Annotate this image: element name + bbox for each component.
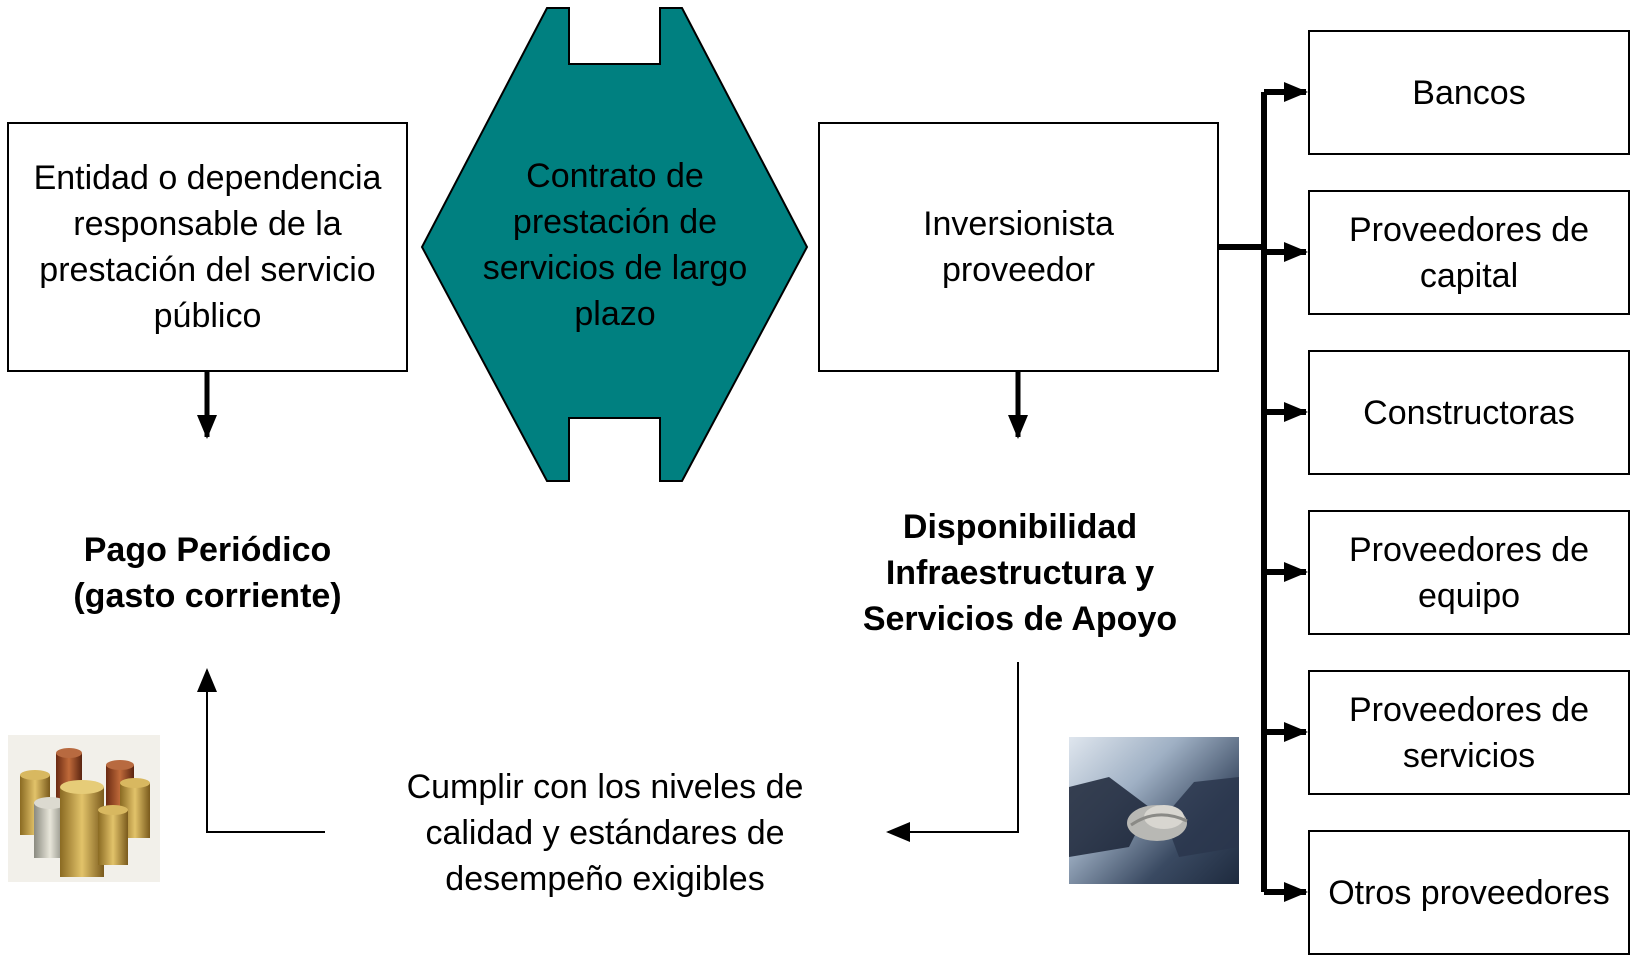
provider-box-bancos: Bancos	[1308, 30, 1630, 155]
arrow-availability-to-compliance	[886, 662, 1019, 842]
coins-icon	[20, 748, 150, 877]
provider-label: Constructoras	[1363, 393, 1575, 432]
coins-image	[8, 735, 160, 882]
compliance-label: Cumplir con los niveles de calidad y est…	[350, 760, 860, 905]
provider-label: Proveedores de capital	[1348, 210, 1590, 295]
entity-box-text: Entidad o dependencia responsable de la …	[33, 159, 382, 335]
contract-shape	[420, 7, 809, 482]
arrow-compliance-to-payment	[197, 668, 325, 833]
payment-label: Pago Periódico (gasto corriente)	[30, 500, 385, 645]
handshake-image	[1069, 737, 1239, 884]
payment-text: Pago Periódico (gasto corriente)	[73, 530, 342, 615]
handshake-icon	[1069, 777, 1239, 857]
contract-label: Contrato de prestación de servicios de l…	[470, 150, 760, 340]
availability-label: Disponibilidad Infraestructura y Servici…	[820, 500, 1220, 645]
provider-box-otros: Otros proveedores	[1308, 830, 1630, 955]
availability-text: Disponibilidad Infraestructura y Servici…	[862, 507, 1178, 638]
provider-label: Otros proveedores	[1328, 873, 1610, 912]
entity-box: Entidad o dependencia responsable de la …	[7, 122, 408, 372]
investor-box-text: Inversionista proveedor	[923, 205, 1114, 289]
provider-box-equipo: Proveedores de equipo	[1308, 510, 1630, 635]
compliance-text: Cumplir con los niveles de calidad y est…	[406, 767, 804, 898]
investor-box: Inversionista proveedor	[818, 122, 1219, 372]
provider-label: Proveedores de equipo	[1348, 530, 1590, 615]
provider-label: Bancos	[1412, 73, 1526, 112]
contract-text: Contrato de prestación de servicios de l…	[482, 157, 748, 333]
provider-box-capital: Proveedores de capital	[1308, 190, 1630, 315]
provider-box-servicios: Proveedores de servicios	[1308, 670, 1630, 795]
provider-box-constructoras: Constructoras	[1308, 350, 1630, 475]
provider-label: Proveedores de servicios	[1348, 690, 1590, 775]
